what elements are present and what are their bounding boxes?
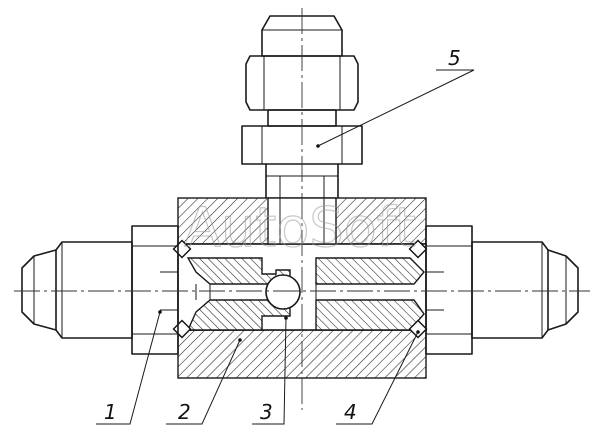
left-end-fitting xyxy=(21,225,179,355)
leader-lines xyxy=(96,69,475,425)
inner-sleeve xyxy=(186,257,425,331)
callout-label-3: 3 xyxy=(260,400,273,424)
watermark-text: AutoSoft xyxy=(184,196,416,259)
callout-label-1: 1 xyxy=(104,400,117,424)
callout-label-2: 2 xyxy=(178,400,191,424)
callout-label-4: 4 xyxy=(344,400,357,424)
callout-label-5: 5 xyxy=(448,46,461,70)
ball-valve xyxy=(265,274,301,310)
right-end-fitting xyxy=(425,225,579,355)
